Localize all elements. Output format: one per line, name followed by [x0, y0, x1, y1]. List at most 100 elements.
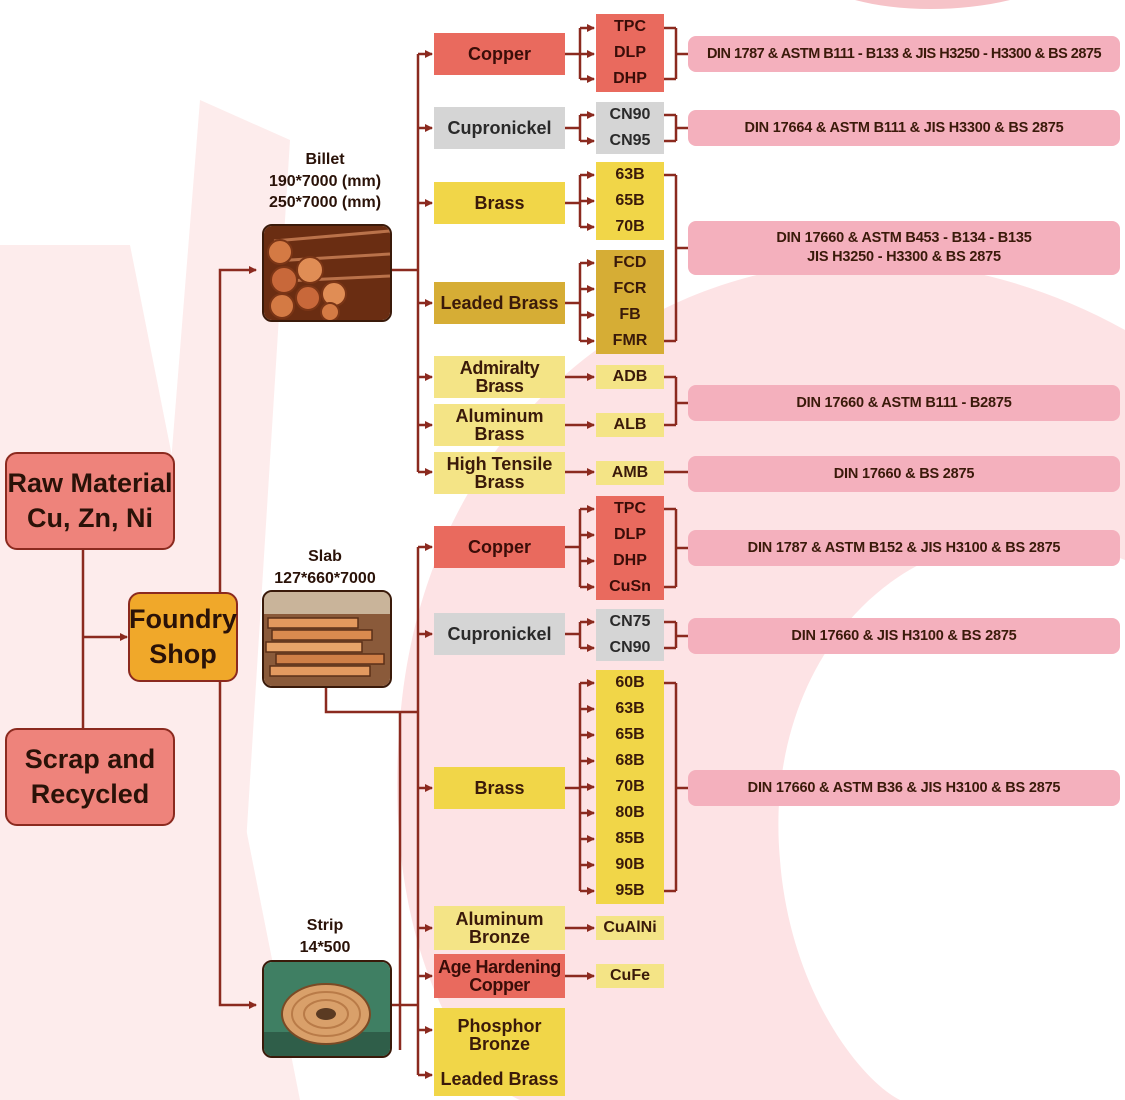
material-label-line1: Age Hardening [438, 958, 561, 976]
slab-label: Slab 127*660*7000 [250, 546, 400, 589]
material-label-line1: Phosphor [458, 1017, 542, 1035]
material-cupronickel-billet: Cupronickel [434, 107, 565, 149]
arrow-connector [220, 270, 256, 592]
copper-billets-icon [264, 226, 390, 320]
code-cn75: CN75 [610, 614, 651, 630]
code-fb: FB [619, 307, 640, 323]
material-label-line2: Copper [438, 976, 561, 994]
code-amb: AMB [596, 461, 664, 485]
code-cusn: CuSn [609, 579, 651, 595]
code-dlp: DLP [614, 45, 646, 61]
billet-label: Billet 190*7000 (mm) 250*7000 (mm) [250, 149, 400, 214]
raw-material-box: Raw MaterialCu, Zn, Ni [5, 452, 175, 550]
code-label: ALB [614, 417, 647, 433]
scrap-line1: Scrap and [25, 742, 156, 777]
material-label-line1: Aluminum [456, 910, 544, 928]
strip-label: Strip 14*500 [250, 915, 400, 958]
material-label-line2: Bronze [456, 928, 544, 946]
material-label: Copper [468, 538, 531, 556]
code-cn95: CN95 [610, 133, 651, 149]
material-copper-billet: Copper [434, 33, 565, 75]
material-label: Cupronickel [447, 625, 551, 643]
standard-text: DIN 1787 & ASTM B152 & JIS H3100 & BS 28… [748, 539, 1061, 558]
code-label: ADB [613, 369, 648, 385]
code-90b: 90B [615, 857, 644, 873]
standard-text: DIN 17660 & ASTM B36 & JIS H3100 & BS 28… [748, 779, 1061, 798]
material-label: Copper [468, 45, 531, 63]
material-label-line1: High Tensile [447, 455, 553, 473]
standard-text: DIN 17660 & ASTM B111 - B2875 [796, 394, 1011, 413]
material-label-line2: Brass [456, 425, 544, 443]
code-tpc: TPC [614, 501, 646, 517]
material-admiralty-brass: Admiralty Brass [434, 356, 565, 398]
line-connector [326, 684, 418, 712]
code-cn90: CN90 [610, 107, 651, 123]
code-63b: 63B [615, 167, 644, 183]
standard-text: DIN 17664 & ASTM B111 & JIS H3300 & BS 2… [745, 119, 1064, 138]
copper-slabs-icon [264, 592, 390, 686]
code-label: AMB [612, 465, 648, 481]
code-80b: 80B [615, 805, 644, 821]
code-cufe: CuFe [596, 964, 664, 988]
standard-text-line2: JIS H3250 - H3300 & BS 2875 [776, 248, 1031, 267]
code-tpc: TPC [614, 19, 646, 35]
code-65b: 65B [615, 727, 644, 743]
standard-4: DIN 17660 & ASTM B111 - B2875 [688, 385, 1120, 421]
code-70b: 70B [615, 779, 644, 795]
codes-brass-slab: 60B 63B 65B 68B 70B 80B 85B 90B 95B [596, 670, 664, 904]
material-copper-slab: Copper [434, 526, 565, 568]
code-label: CuFe [610, 968, 650, 984]
material-label: Admiralty Brass [438, 359, 561, 395]
material-high-tensile-brass: High TensileBrass [434, 452, 565, 494]
code-cualni: CuAlNi [596, 916, 664, 940]
standard-1: DIN 1787 & ASTM B111 - B133 & JIS H3250 … [688, 36, 1120, 72]
code-63b: 63B [615, 701, 644, 717]
strip-photo [262, 960, 392, 1058]
copper-strip-coil-icon [264, 962, 390, 1056]
code-label: CuAlNi [603, 920, 656, 936]
foundry-line2: Shop [129, 637, 237, 672]
code-fmr: FMR [613, 333, 648, 349]
code-dhp: DHP [613, 553, 647, 569]
code-65b: 65B [615, 193, 644, 209]
slab-title: Slab [250, 546, 400, 568]
material-label: Brass [474, 194, 524, 212]
code-95b: 95B [615, 883, 644, 899]
code-fcr: FCR [614, 281, 647, 297]
standard-7: DIN 17660 & JIS H3100 & BS 2875 [688, 618, 1120, 654]
slab-photo [262, 590, 392, 688]
strip-size: 14*500 [250, 937, 400, 959]
material-brass-billet: Brass [434, 182, 565, 224]
standard-3: DIN 17660 & ASTM B453 - B134 - B135JIS H… [688, 221, 1120, 275]
code-70b: 70B [615, 219, 644, 235]
material-label-line2: Bronze [458, 1035, 542, 1053]
strip-title: Strip [250, 915, 400, 937]
foundry-line1: Foundry [129, 602, 237, 637]
codes-copper-billet: TPC DLP DHP [596, 14, 664, 92]
codes-cupronickel-slab: CN75 CN90 [596, 609, 664, 661]
code-68b: 68B [615, 753, 644, 769]
standard-text: DIN 17660 & JIS H3100 & BS 2875 [791, 627, 1016, 646]
standard-8: DIN 17660 & ASTM B36 & JIS H3100 & BS 28… [688, 770, 1120, 806]
material-leaded-brass-billet: Leaded Brass [434, 282, 565, 324]
billet-size-1: 190*7000 (mm) [250, 171, 400, 193]
standard-text: DIN 1787 & ASTM B111 - B133 & JIS H3250 … [707, 45, 1101, 64]
standard-text: DIN 17660 & BS 2875 [834, 465, 974, 484]
material-label: Leaded Brass [440, 294, 558, 312]
codes-leaded-brass-billet: FCD FCR FB FMR [596, 250, 664, 354]
material-label: Cupronickel [447, 119, 551, 137]
billet-photo [262, 224, 392, 322]
standard-6: DIN 1787 & ASTM B152 & JIS H3100 & BS 28… [688, 530, 1120, 566]
material-label: Brass [474, 779, 524, 797]
scrap-line2: Recycled [25, 777, 156, 812]
codes-brass-billet: 63B 65B 70B [596, 162, 664, 240]
billet-size-2: 250*7000 (mm) [250, 192, 400, 214]
raw-material-line1: Raw Material [7, 466, 172, 501]
code-fcd: FCD [614, 255, 647, 271]
codes-cupronickel-billet: CN90 CN95 [596, 102, 664, 154]
